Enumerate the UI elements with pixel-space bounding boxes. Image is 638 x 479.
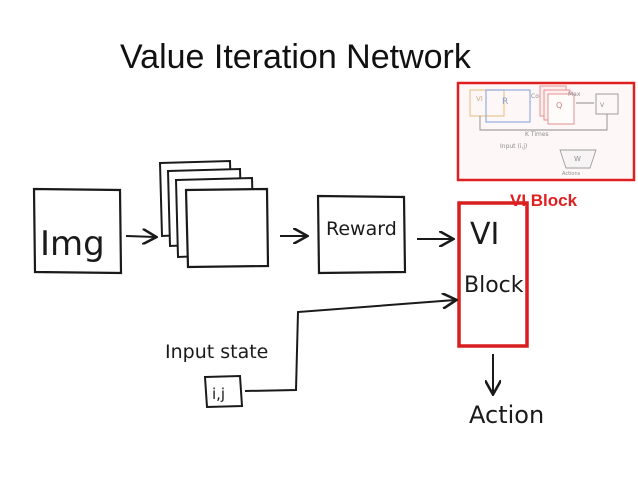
thumb-vi-text: VI: [476, 95, 483, 103]
thumb-r-text: R: [502, 97, 508, 107]
reward-node: Reward: [316, 194, 407, 275]
thumb-ktimes-text: K Times: [525, 131, 549, 138]
slide-title: Value Iteration Network: [120, 38, 471, 76]
input-state-box: [203, 374, 244, 409]
thumbnail-sketch: VI R Conv Q Max V K Times Input (i,j) W …: [469, 85, 619, 177]
img-label: Img: [40, 224, 105, 264]
thumb-conv-text: Conv: [531, 93, 547, 100]
thumb-q-text: Q: [556, 101, 562, 110]
thumb-w-shape: [559, 149, 597, 169]
thumb-q-stack-3: [547, 93, 575, 125]
arrow-img-to-features: [125, 236, 155, 237]
thumb-input-text: Input (i,j): [500, 143, 527, 150]
vi-block-line1: VI: [470, 217, 499, 252]
input-state-glyph: i,j: [203, 374, 244, 409]
img-node: Img: [32, 187, 123, 275]
thumb-loop: [479, 114, 608, 131]
thumb-w-text: W: [574, 155, 581, 163]
vi-block-box: [457, 201, 529, 348]
thumb-r-box: [485, 89, 531, 123]
reward-label: Reward: [326, 218, 397, 240]
feature-map-stack: [158, 159, 270, 269]
feature-map-4: [184, 187, 270, 269]
arrow-input-to-vi: [244, 300, 455, 392]
vi-block-thumbnail: VI R Conv Q Max V K Times Input (i,j) W …: [456, 81, 636, 182]
thumb-v-text: V: [600, 102, 605, 109]
input-state-glyph-text: i,j: [212, 385, 225, 403]
action-label: Action: [469, 401, 544, 429]
thumb-actions-text: Actions: [562, 171, 581, 177]
reward-box: [316, 194, 407, 275]
img-box: [32, 187, 123, 275]
vi-block-node: VI Block: [457, 201, 529, 348]
vi-block-caption: VI Block: [510, 191, 578, 210]
vi-block-line2: Block: [464, 273, 524, 298]
input-state-label: Input state: [165, 341, 268, 363]
thumb-max-text: Max: [568, 91, 581, 98]
